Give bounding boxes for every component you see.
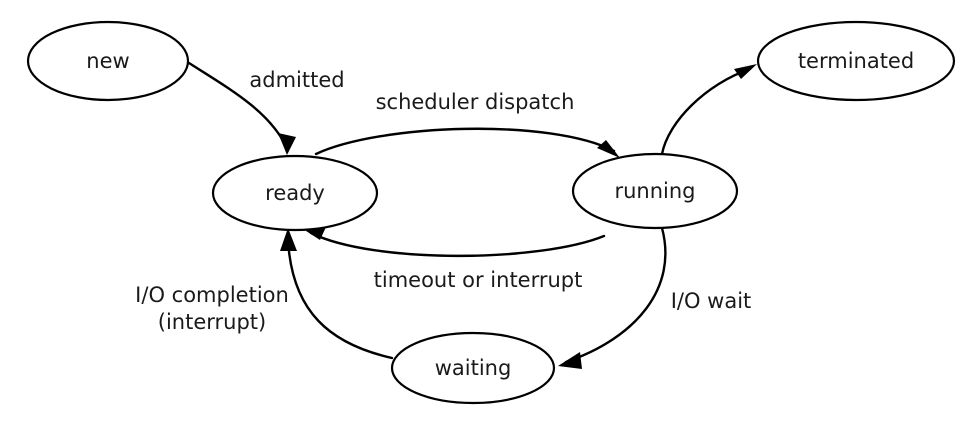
transition-labels: admitted scheduler dispatch timeout or i…	[135, 68, 751, 334]
arrowhead-running-to-terminated	[734, 64, 757, 79]
state-ellipse-running[interactable]	[571, 152, 739, 230]
transition-edges	[187, 61, 757, 369]
state-node-terminated[interactable]: terminated	[756, 20, 956, 102]
edge-label-io-wait: I/O wait	[671, 289, 752, 313]
edge-label-io-completion-line1: I/O completion	[135, 283, 289, 307]
state-label-terminated: terminated	[798, 49, 914, 73]
edge-label-io-completion-line2: (interrupt)	[158, 310, 266, 334]
edge-running-to-terminated	[660, 64, 757, 156]
arrowhead-ready-to-running	[597, 140, 620, 158]
edge-running-to-waiting	[558, 226, 667, 369]
edge-path-running-to-terminated	[660, 67, 752, 156]
state-label-running: running	[614, 179, 695, 203]
arrowhead-running-to-waiting	[558, 352, 582, 369]
state-node-waiting[interactable]: waiting	[390, 331, 556, 405]
state-node-new[interactable]: new	[26, 20, 190, 102]
edge-label-admitted: admitted	[249, 68, 344, 92]
state-label-waiting: waiting	[435, 356, 512, 380]
edge-path-running-to-waiting	[564, 226, 667, 364]
state-node-running[interactable]: running	[571, 152, 739, 230]
arrowhead-waiting-to-ready	[280, 228, 297, 251]
edge-label-io-completion: I/O completion (interrupt)	[135, 283, 289, 334]
state-label-ready: ready	[265, 181, 325, 205]
state-label-new: new	[86, 49, 129, 73]
edge-running-to-ready	[303, 227, 606, 258]
edge-path-waiting-to-ready	[286, 238, 394, 360]
state-ellipse-ready[interactable]	[211, 154, 379, 232]
state-nodes: new ready running terminated waiting	[26, 20, 956, 405]
state-ellipse-new[interactable]	[26, 20, 190, 102]
edge-label-scheduler-dispatch: scheduler dispatch	[376, 90, 575, 114]
state-ellipse-waiting[interactable]	[390, 331, 556, 405]
state-node-ready[interactable]: ready	[211, 154, 379, 232]
arrowhead-new-to-ready	[278, 133, 296, 155]
edge-path-ready-to-running	[314, 127, 616, 156]
edge-label-timeout-or-interrupt: timeout or interrupt	[374, 268, 583, 292]
edge-waiting-to-ready	[280, 228, 394, 360]
edge-new-to-ready	[187, 61, 296, 155]
state-ellipse-terminated[interactable]	[756, 20, 956, 102]
edge-ready-to-running	[314, 127, 620, 158]
edge-path-running-to-ready	[309, 231, 606, 258]
